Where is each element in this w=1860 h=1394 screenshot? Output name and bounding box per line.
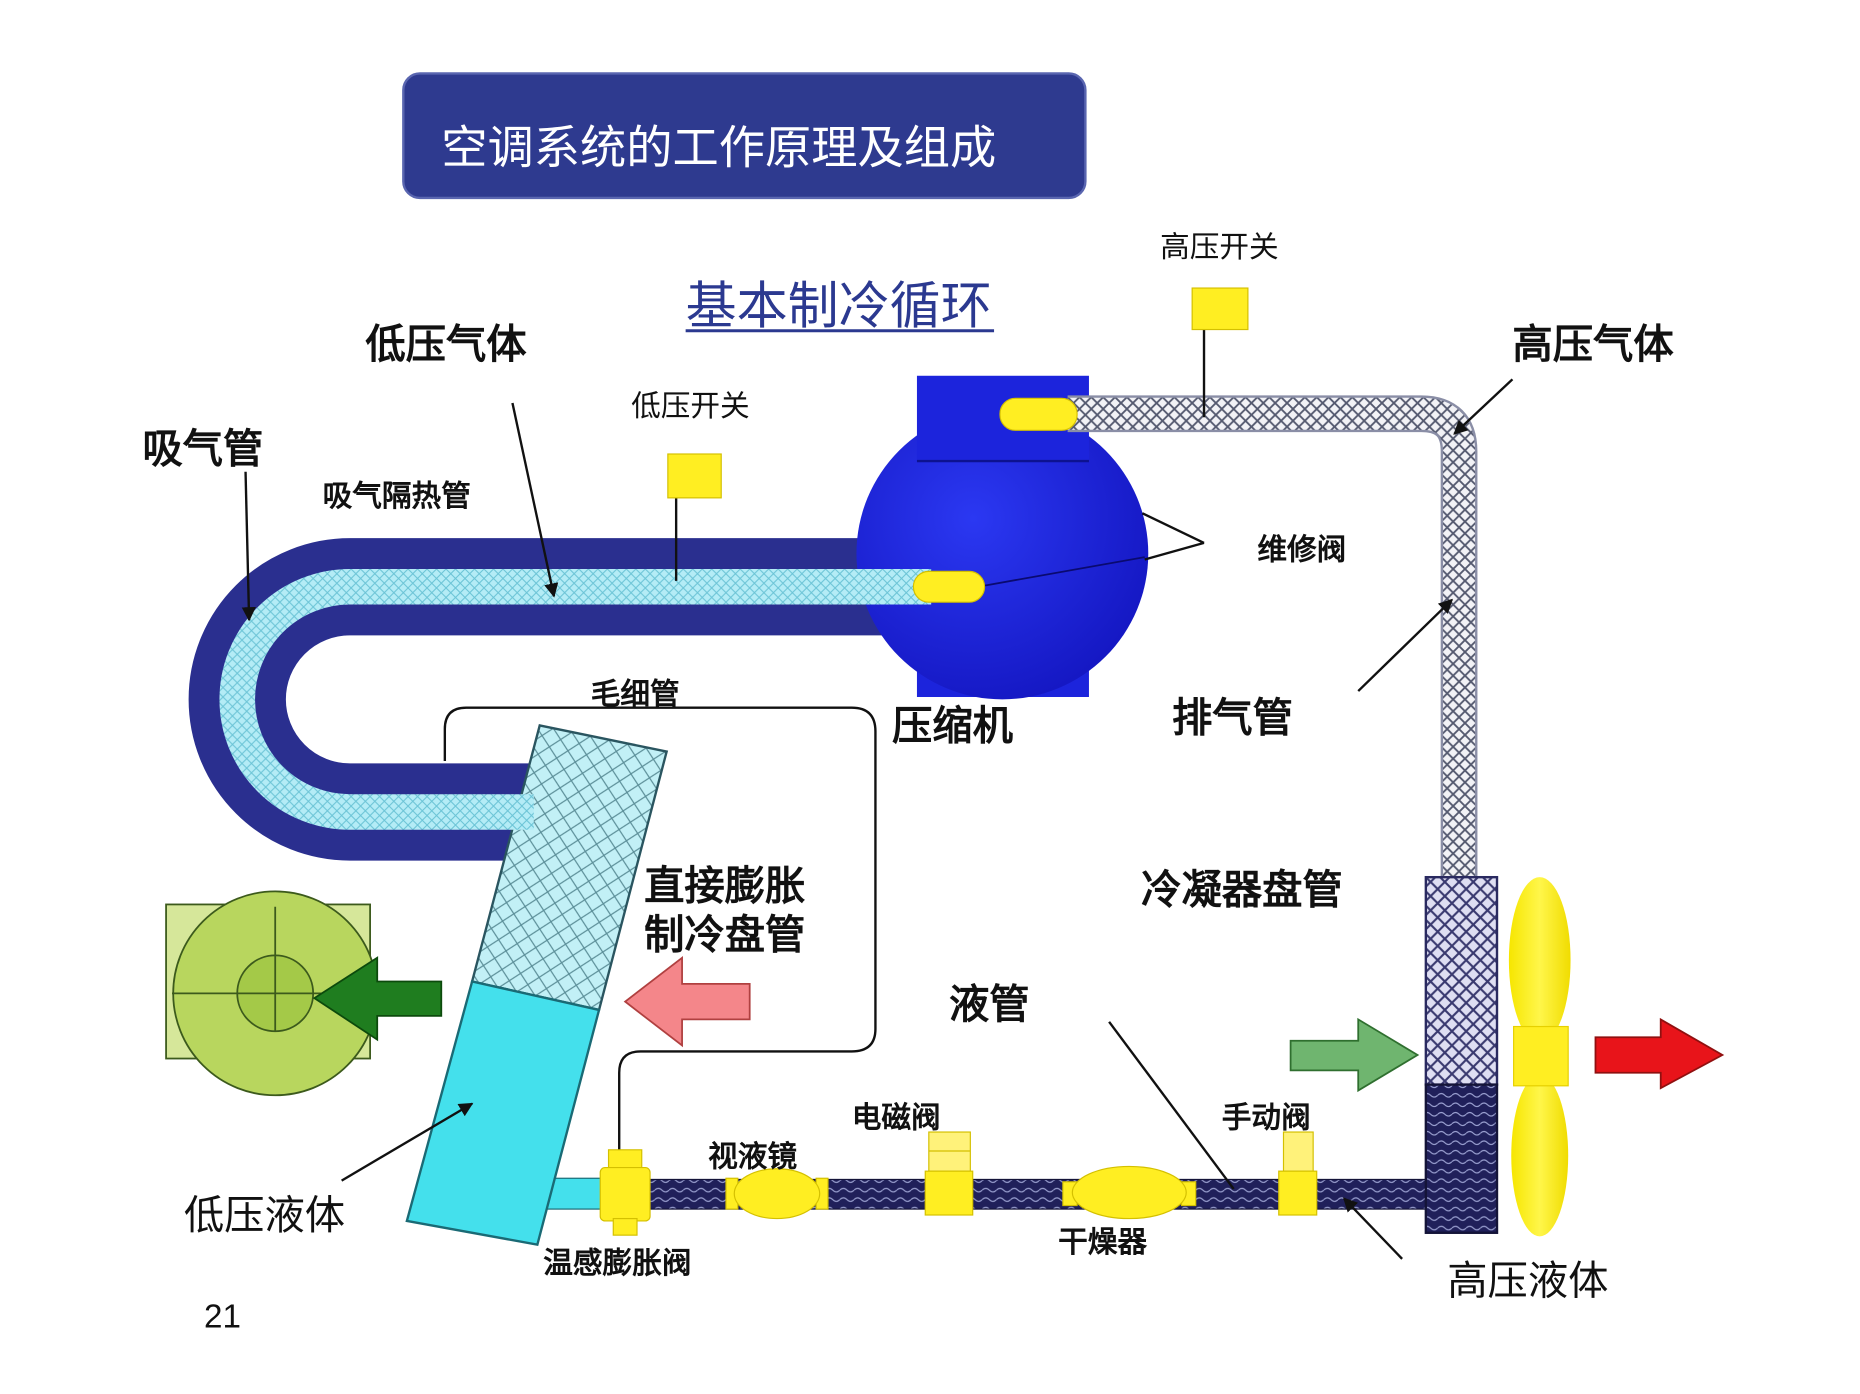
solenoid-body bbox=[924, 1170, 974, 1216]
labels: 高压开关 高压气体 低压气体 低压开关 吸气管 吸气隔热管 维修阀 毛细管 压缩… bbox=[142, 229, 1674, 1304]
label-capillary-tube: 毛细管 bbox=[591, 676, 680, 711]
label-manual-valve: 手动阀 bbox=[1222, 1099, 1311, 1134]
compressor-internal-line bbox=[984, 556, 1145, 587]
page-number: 21 bbox=[204, 1299, 241, 1336]
label-evaporator-coil-line1: 直接膨胀 bbox=[644, 863, 805, 910]
suction-service-valve bbox=[912, 570, 986, 603]
evaporator-air-arrow-pink bbox=[623, 955, 751, 1048]
title-text: 空调系统的工作原理及组成 bbox=[441, 121, 996, 175]
subtitle: 基本制冷循环 bbox=[685, 278, 995, 337]
label-sight-glass: 视液镜 bbox=[708, 1138, 797, 1173]
condenser-air-in-arrow bbox=[1289, 1017, 1420, 1093]
leader-discharge-line bbox=[1357, 598, 1453, 692]
txv-cap bbox=[607, 1149, 643, 1170]
compressor-sphere bbox=[856, 407, 1149, 700]
condenser-air-out-arrow bbox=[1594, 1017, 1725, 1090]
sight-glass bbox=[725, 1168, 829, 1220]
txv-stem bbox=[612, 1217, 638, 1236]
manual-valve bbox=[1278, 1131, 1318, 1216]
label-compressor: 压缩机 bbox=[892, 703, 1014, 750]
label-high-pressure-liquid: 高压液体 bbox=[1447, 1257, 1608, 1304]
condenser-fan-hub bbox=[1513, 1025, 1569, 1087]
discharge-line bbox=[1067, 395, 1478, 884]
label-condenser-coil: 冷凝器盘管 bbox=[1141, 866, 1343, 913]
low-pressure-switch-box bbox=[667, 453, 722, 499]
leader-low-pressure-gas bbox=[511, 402, 559, 598]
label-suction-line-insulation: 吸气隔热管 bbox=[323, 478, 471, 513]
evaporator-coil bbox=[405, 724, 669, 1247]
capillary-tube bbox=[443, 706, 877, 1153]
condenser-coil bbox=[1424, 875, 1499, 1234]
evaporator-blower bbox=[165, 890, 379, 1097]
high-pressure-switch-box bbox=[1191, 287, 1249, 331]
subtitle-text: 基本制冷循环 bbox=[686, 278, 992, 337]
leader-high-pressure-liquid bbox=[1343, 1197, 1403, 1260]
label-liquid-line: 液管 bbox=[949, 981, 1030, 1028]
condenser-fan-blade-lower bbox=[1511, 1075, 1569, 1237]
solenoid-valve bbox=[924, 1131, 974, 1216]
label-low-pressure-liquid: 低压液体 bbox=[184, 1192, 345, 1239]
label-suction-line: 吸气管 bbox=[142, 425, 263, 472]
leader-service-valve-lower bbox=[1144, 541, 1205, 561]
high-pressure-switch bbox=[1191, 287, 1249, 418]
low-pressure-switch bbox=[667, 453, 722, 581]
label-thermal-expansion-valve: 温感膨胀阀 bbox=[543, 1245, 691, 1280]
label-low-pressure-gas: 低压气体 bbox=[365, 321, 527, 368]
leader-liquid-line bbox=[1108, 1021, 1235, 1190]
suction-line-insulation bbox=[219, 568, 932, 830]
leader-lines bbox=[241, 378, 1514, 1260]
thermal-expansion-valve bbox=[599, 1149, 651, 1236]
manual-valve-body bbox=[1278, 1170, 1318, 1216]
condenser-coil-lower bbox=[1424, 1083, 1499, 1234]
leader-low-pressure-liquid bbox=[341, 1102, 474, 1182]
label-evaporator-coil-line2: 制冷盘管 bbox=[644, 911, 805, 958]
leader-suction-line bbox=[241, 471, 256, 622]
solenoid-coil bbox=[928, 1131, 971, 1172]
condenser-fan-blade-upper bbox=[1508, 877, 1571, 1044]
manual-valve-handle bbox=[1282, 1131, 1314, 1172]
filter-drier bbox=[1062, 1165, 1197, 1220]
label-low-pressure-switch: 低压开关 bbox=[631, 388, 750, 423]
leader-high-pressure-gas bbox=[1453, 378, 1514, 435]
evaporator-coil-lower bbox=[405, 980, 601, 1247]
sight-glass-body bbox=[733, 1168, 821, 1220]
label-discharge-line: 排气管 bbox=[1172, 694, 1293, 741]
label-filter-drier: 干燥器 bbox=[1058, 1224, 1147, 1259]
condenser-coil-upper bbox=[1424, 875, 1499, 1086]
evaporator-air-arrow-green bbox=[312, 956, 443, 1042]
drier-body bbox=[1071, 1165, 1187, 1220]
title-banner: 空调系统的工作原理及组成 bbox=[402, 72, 1087, 200]
discharge-line-pipe bbox=[1067, 397, 1476, 884]
title-box bbox=[402, 72, 1087, 200]
label-high-pressure-gas: 高压气体 bbox=[1512, 321, 1674, 368]
discharge-service-valve bbox=[999, 397, 1078, 431]
txv-body bbox=[599, 1167, 651, 1222]
condenser-fan bbox=[1508, 877, 1571, 1237]
label-solenoid-valve: 电磁阀 bbox=[852, 1099, 941, 1134]
leader-service-valve-upper bbox=[1141, 512, 1205, 544]
label-high-pressure-switch: 高压开关 bbox=[1160, 229, 1279, 264]
label-service-valve: 维修阀 bbox=[1257, 532, 1346, 567]
